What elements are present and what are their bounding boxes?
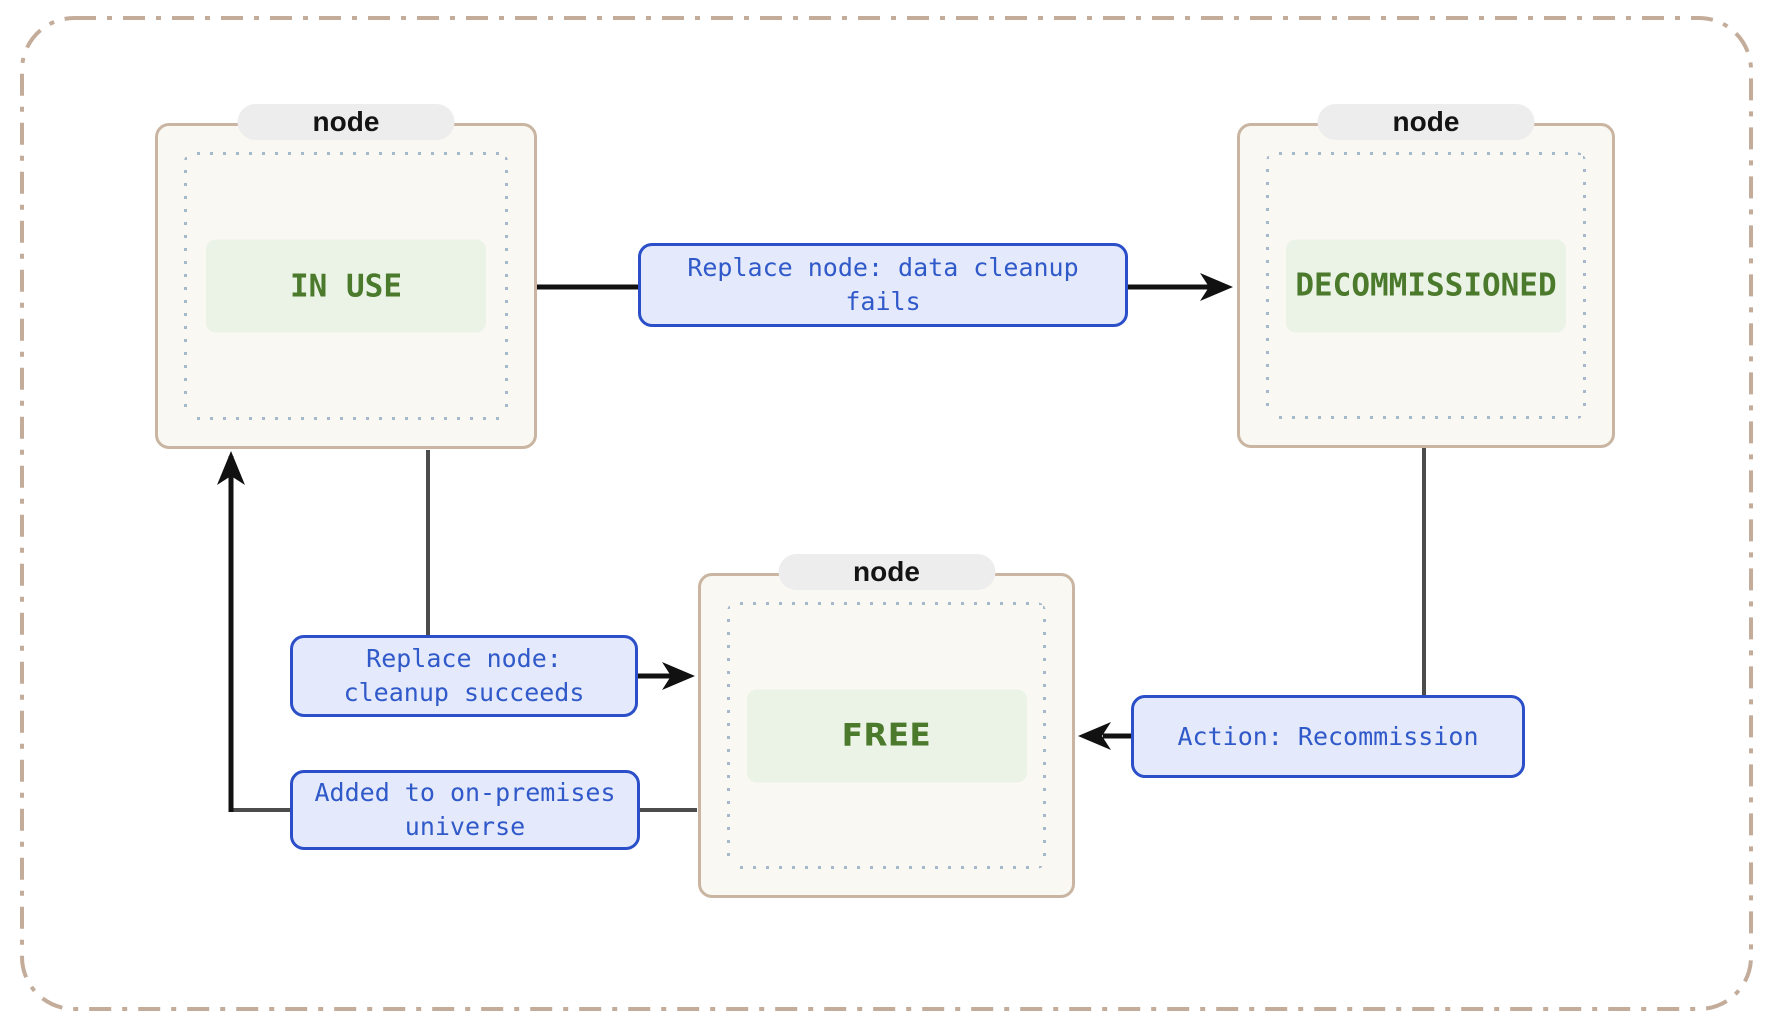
arrowhead-into-inuse-bottom <box>217 451 245 485</box>
edge-label-replace-node-cleanup-succeeds: Replace node: cleanup succeeds <box>290 635 638 717</box>
edge-label-action-recommission: Action: Recommission <box>1131 695 1525 778</box>
arrowhead-into-decommissioned <box>1200 273 1233 301</box>
edge-label-line: Added to on-premises <box>314 778 616 807</box>
node-type-badge: node <box>778 554 995 590</box>
state-chip-free: FREE <box>746 689 1027 782</box>
edge-label-line: cleanup succeeds <box>343 678 585 707</box>
edge-label-added-to-on-premises-universe: Added to on-premises universe <box>290 770 640 850</box>
edge-label-line: Action: Recommission <box>1177 721 1479 751</box>
state-chip-in-use: IN USE <box>206 239 486 333</box>
edge-label-line: universe <box>404 812 526 841</box>
node-type-badge: node <box>237 104 455 140</box>
edge-label-replace-node-cleanup-fails: Replace node: data cleanup fails <box>638 243 1128 327</box>
state-node-decommissioned: node DECOMMISSIONED <box>1237 104 1615 448</box>
edge-label-line: fails <box>845 287 921 316</box>
outer-dashed-frame <box>20 16 1753 1011</box>
arrowhead-into-free-left <box>662 662 695 690</box>
state-node-free: node FREE <box>698 554 1075 898</box>
edge-label-line: Replace node: <box>366 644 562 673</box>
node-type-badge: node <box>1317 104 1535 140</box>
edge-label-line: Replace node: data cleanup <box>687 253 1079 282</box>
arrowhead-into-free-right <box>1078 722 1111 750</box>
state-node-in-use: node IN USE <box>155 104 537 449</box>
state-chip-decommissioned: DECOMMISSIONED <box>1286 239 1566 332</box>
